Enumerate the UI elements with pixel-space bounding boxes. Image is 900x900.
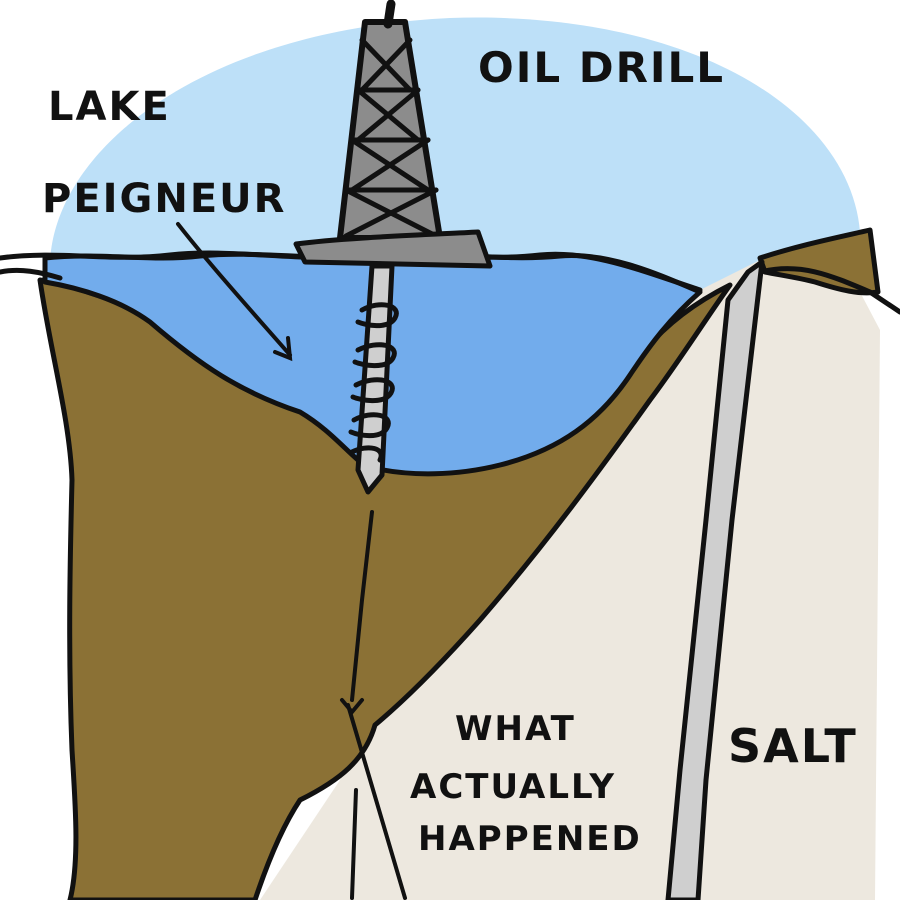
ground-line-left — [0, 267, 63, 281]
label-oil-drill: OIL DRILL — [478, 43, 725, 92]
oil-rig-spire — [383, 0, 396, 29]
soil-bank-right — [757, 227, 881, 296]
sky — [50, 17, 860, 300]
drill-path — [340, 510, 407, 900]
label-what-line3: HAPPENED — [418, 819, 642, 859]
label-salt: SALT — [728, 719, 858, 773]
ground-line-right — [757, 266, 900, 315]
label-lake-line2: PEIGNEUR — [42, 176, 286, 222]
lake-pointer-arrow — [176, 222, 293, 362]
label-what-line2: ACTUALLY — [410, 767, 616, 807]
salt-shaft — [665, 259, 765, 900]
label-what-line1: WHAT — [455, 709, 576, 749]
oil-rig-platform — [293, 229, 493, 269]
drill-spiral — [348, 302, 399, 463]
oil-rig-lattice — [343, 37, 439, 239]
label-lake-line1: LAKE — [48, 84, 171, 130]
